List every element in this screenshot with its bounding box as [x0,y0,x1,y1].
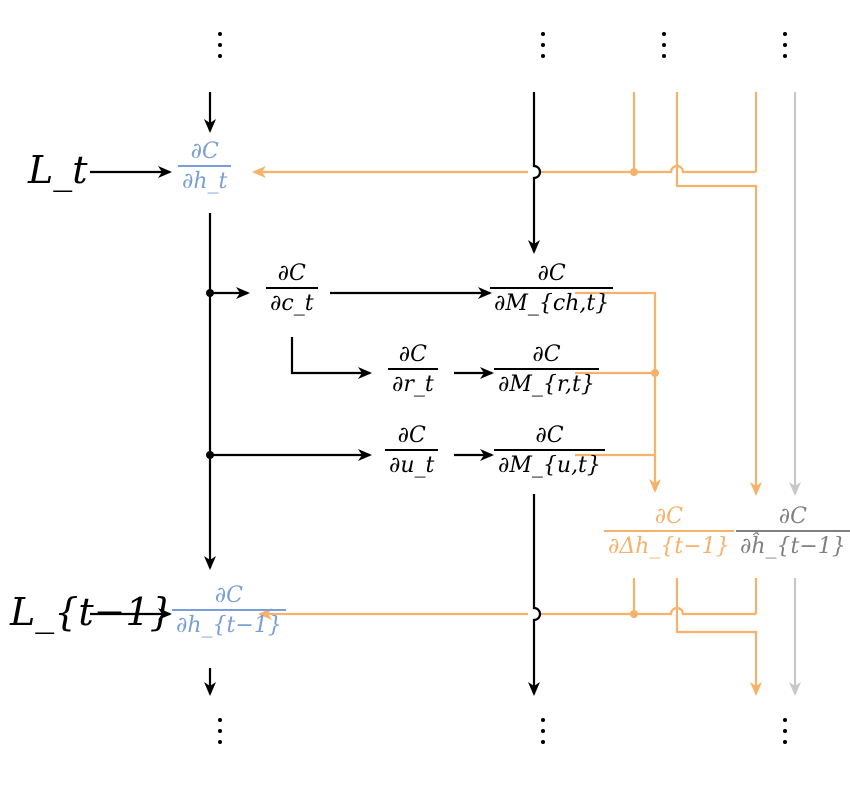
junction-dc [206,289,214,297]
orange-hop-bottom [540,606,756,616]
junction-du [206,451,214,459]
node-dC-dM-ch-t-den: ∂M_{ch,t} [490,287,614,315]
node-dC-dhhat-tm1-num: ∂C [778,504,808,529]
vdots-bottom-right [783,718,787,751]
node-dC-dc-t-den: ∂c_t [266,287,318,315]
node-dC-du-t-num: ∂C [397,423,426,448]
node-dC-dM-u-t-den: ∂M_{u,t} [494,449,605,477]
label-L-t: L_t [28,148,88,192]
node-dC-dh-t-den: ∂h_t [178,165,232,193]
vdots-bottom-left [218,718,222,751]
label-L-tm1: L_{t−1} [10,590,174,634]
node-dC-dhhat-tm1: ∂C ∂ĥ_{t−1} [736,505,850,558]
node-dC-dM-ch-t-num: ∂C [537,261,566,286]
orange-dot-bottom [630,610,638,618]
node-dC-dhhat-tm1-den: ∂ĥ_{t−1} [736,530,850,558]
node-dC-dDelta-h-tm1: ∂C ∂Δh_{t−1} [604,505,734,558]
node-dC-du-t-den: ∂u_t [385,449,439,477]
mid-vertical-bottom [528,494,542,696]
node-dC-dr-t-den: ∂r_t [388,368,438,396]
node-dC-dh-tm1-den: ∂h_{t−1} [172,609,286,637]
node-dC-dc-t: ∂C ∂c_t [266,262,318,315]
vdots-top-right [783,32,787,65]
orange-route-top [675,166,762,496]
backprop-diagram [90,92,801,696]
node-dC-dh-t: ∂C ∂h_t [178,139,232,193]
node-dC-dr-t: ∂C ∂r_t [388,343,438,396]
node-dC-dDelta-h-tm1-den: ∂Δh_{t−1} [604,530,734,558]
vdots-top-orange [662,32,666,65]
node-dC-du-t: ∂C ∂u_t [385,423,439,477]
node-dC-dh-tm1: ∂C ∂h_{t−1} [172,584,286,637]
orange-route-bottom [675,608,762,696]
node-dC-dDelta-h-tm1-num: ∂C [654,504,683,529]
orange-junctions [630,168,659,618]
node-dC-dM-u-t-num: ∂C [535,423,564,448]
node-dC-dM-u-t: ∂C ∂M_{u,t} [494,424,605,477]
node-dC-dM-r-t-num: ∂C [532,342,561,367]
vdots-top-mid [541,32,545,65]
node-dC-dr-t-num: ∂C [398,342,427,367]
vdots-top-left [218,32,222,65]
node-dC-dM-r-t-den: ∂M_{r,t} [494,368,599,396]
orange-hop-top [540,164,756,174]
vdots-bottom-mid [541,718,545,751]
node-dC-dM-ch-t: ∂C ∂M_{ch,t} [490,261,614,315]
mid-vertical-top [528,92,542,254]
orange-dot-top [630,168,638,176]
node-dC-dh-t-num: ∂C [190,139,219,164]
orange-from-Mch [575,291,661,493]
node-dC-dM-r-t: ∂C ∂M_{r,t} [494,343,599,396]
arrow-dc-to-dr [290,337,372,379]
black-lines [90,92,542,696]
orange-dot-Mr [651,369,659,377]
orange-lines [252,92,762,696]
node-dC-dc-t-num: ∂C [277,261,306,286]
black-junctions [206,289,214,459]
node-dC-dh-tm1-num: ∂C [214,583,244,608]
